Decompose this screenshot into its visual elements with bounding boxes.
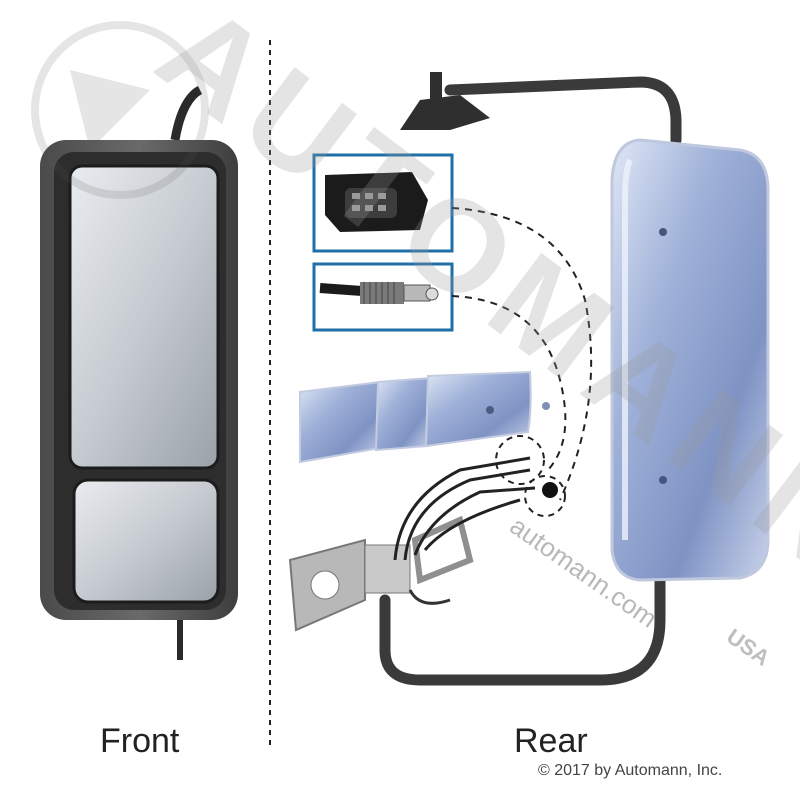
- watermark-logo: [31, 21, 209, 199]
- leader-lines: [451, 207, 593, 501]
- chrome-cover-pieces: [299, 370, 550, 464]
- rear-mirror-housing: [610, 138, 770, 582]
- mounting-bracket: [288, 515, 474, 632]
- copyright-notice: © 2017 by Automann, Inc.: [538, 762, 723, 779]
- rear-mirror-arm: [379, 72, 682, 686]
- front-caption: Front: [100, 722, 180, 760]
- cable-end-callout: [312, 262, 454, 332]
- detail-circles: [495, 435, 566, 517]
- front-mirror: [40, 85, 238, 660]
- connector-callout: [312, 153, 454, 253]
- wire-harness: [393, 456, 536, 605]
- watermark-suffix: USA: [722, 624, 774, 671]
- rear-caption: Rear: [514, 722, 588, 760]
